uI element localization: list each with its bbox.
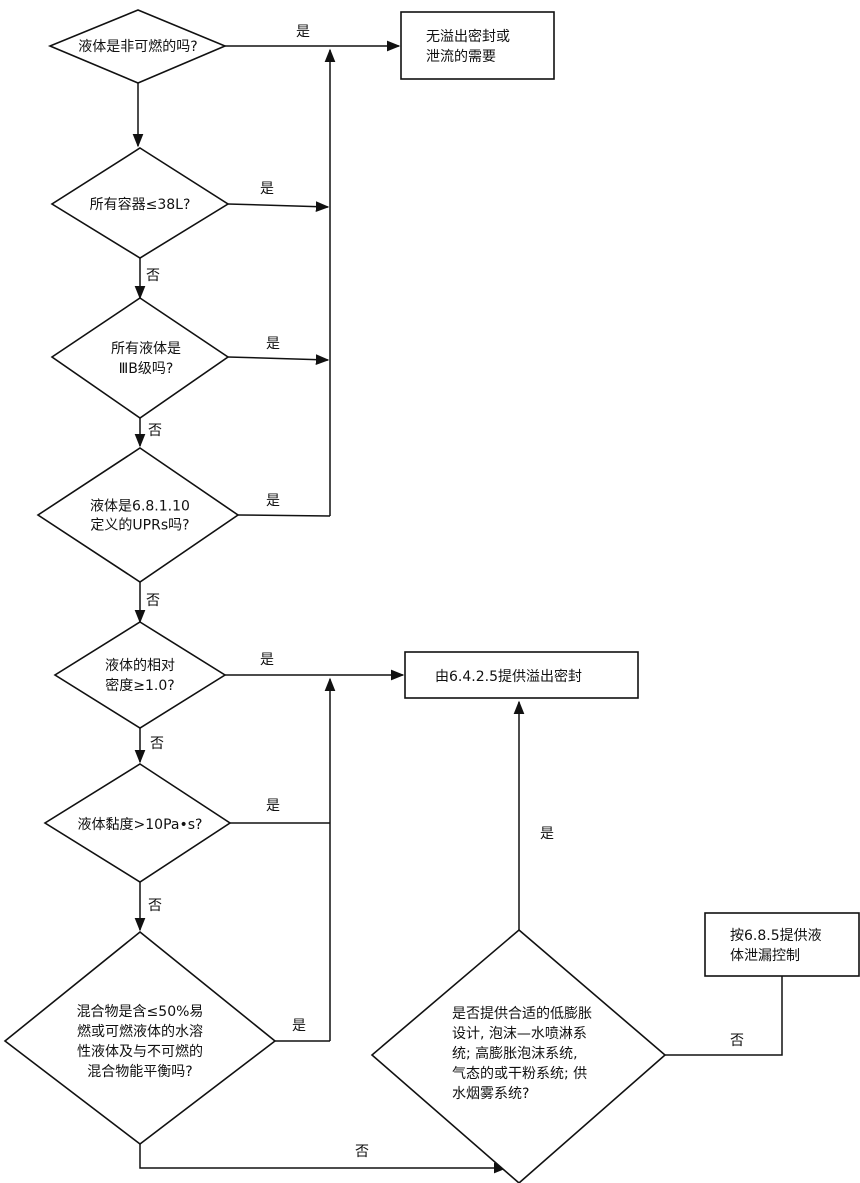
edge-label-d4-yes: 是 — [266, 493, 280, 509]
box-leak-control — [704, 912, 860, 977]
label-b2: 由6.4.2.5提供溢出密封 — [435, 668, 582, 685]
edge-label-d8-yes: 是 — [540, 826, 554, 842]
edge-label-d3-no: 否 — [148, 423, 162, 439]
node-labels: 液体是非可燃的吗? 所有容器≤38L? 所有液体是 ⅢB级吗? 液体是6.8.1.… — [77, 28, 822, 1102]
label-d4: 液体是6.8.1.10 定义的UPRs吗? — [90, 499, 190, 534]
edge-label-d1-yes: 是 — [296, 24, 310, 40]
decision-relative-density — [53, 621, 227, 729]
d7-line: 混合物能平衡吗? — [87, 1064, 192, 1080]
decision-mixture — [3, 930, 277, 1146]
d3-line: ⅢB级吗? — [119, 361, 174, 377]
d5-line: 液体的相对 — [105, 658, 175, 674]
label-d8: 是否提供合适的低膨胀设计, 泡沫—水喷淋系统; 高膨胀泡沫系统, 气态的或干粉系统… — [452, 1005, 592, 1102]
b1-line: 泄流的需要 — [426, 49, 496, 65]
box-no-containment-needed — [400, 11, 555, 80]
b2-line: 由6.4.2.5提供溢出密封 — [435, 668, 582, 685]
d8-line: 统; 高膨胀泡沫系统, — [452, 1045, 578, 1062]
decision-viscosity — [43, 763, 232, 883]
edge-d8-no — [665, 950, 788, 1056]
edge-label-d8-no: 否 — [730, 1033, 744, 1049]
d3-line: 所有液体是 — [111, 341, 181, 357]
label-d6: 液体黏度>10Pa•s? — [78, 817, 203, 833]
edge-d4-yes — [237, 514, 331, 517]
edge-d3-yes — [227, 354, 330, 366]
label-b1: 无溢出密封或泄流的需要 — [426, 28, 510, 65]
label-d1: 液体是非可燃的吗? — [78, 38, 197, 55]
decision-uprs — [36, 447, 240, 583]
edge-label-d2-no: 否 — [146, 268, 160, 284]
edge-label-d7-yes: 是 — [292, 1018, 306, 1034]
d7-line: 燃或可燃液体的水溶 — [77, 1023, 203, 1040]
edge-label-d5-yes: 是 — [260, 652, 274, 668]
d1-line: 液体是非可燃的吗? — [78, 38, 197, 55]
edge-label-d4-no: 否 — [146, 593, 160, 609]
decision-class-iiib — [50, 297, 230, 419]
edge-d7-no — [139, 1144, 508, 1174]
edge-label-d2-yes: 是 — [260, 181, 274, 197]
label-d3: 所有液体是 ⅢB级吗? — [111, 341, 181, 377]
d7-line: 性液体及与不可燃的 — [77, 1043, 203, 1060]
edge-label-d3-yes: 是 — [266, 336, 280, 352]
d2-line: 所有容器≤38L? — [90, 196, 191, 213]
label-d7: 混合物是含≤50%易燃或可燃液体的水溶性液体及与不可燃的混合物能平衡吗? — [77, 1004, 204, 1080]
edge-d2-yes — [227, 201, 330, 213]
d6-line: 液体黏度>10Pa•s? — [78, 817, 203, 833]
d8-line: 水烟雾系统? — [452, 1086, 529, 1102]
d7-line: 混合物是含≤50%易 — [77, 1004, 204, 1020]
decision-noncombustible — [47, 9, 228, 84]
b1-line: 无溢出密封或 — [426, 28, 510, 45]
d8-line: 设计, 泡沫—水喷淋系 — [452, 1026, 587, 1042]
decision-protection-system — [370, 928, 667, 1183]
d8-line: 气态的或干粉系统; 供 — [452, 1066, 587, 1082]
edge-label-d6-no: 否 — [148, 898, 162, 914]
label-d2: 所有容器≤38L? — [90, 196, 191, 213]
b3-line: 按6.8.5提供液 — [730, 928, 822, 944]
edge-labels: 是 是 否 是 否 是 否 是 否 是 否 是 否 是 否 — [146, 24, 744, 1160]
decision-container-size — [50, 147, 230, 259]
box-spill-containment — [404, 651, 639, 699]
b3-line: 体泄漏控制 — [730, 948, 800, 964]
label-b3: 按6.8.5提供液体泄漏控制 — [730, 928, 822, 964]
edge-label-d5-no: 否 — [150, 736, 164, 752]
nodes — [3, 9, 860, 1183]
d4-line: 液体是6.8.1.10 — [90, 499, 190, 515]
d5-line: 密度≥1.0? — [105, 677, 174, 694]
label-d5: 液体的相对密度≥1.0? — [105, 658, 175, 694]
d4-line: 定义的UPRs吗? — [90, 518, 189, 534]
connectors — [132, 40, 788, 1174]
edge-label-d6-yes: 是 — [266, 798, 280, 814]
edge-label-d7-no: 否 — [355, 1144, 369, 1160]
d8-line: 是否提供合适的低膨胀 — [452, 1005, 592, 1022]
